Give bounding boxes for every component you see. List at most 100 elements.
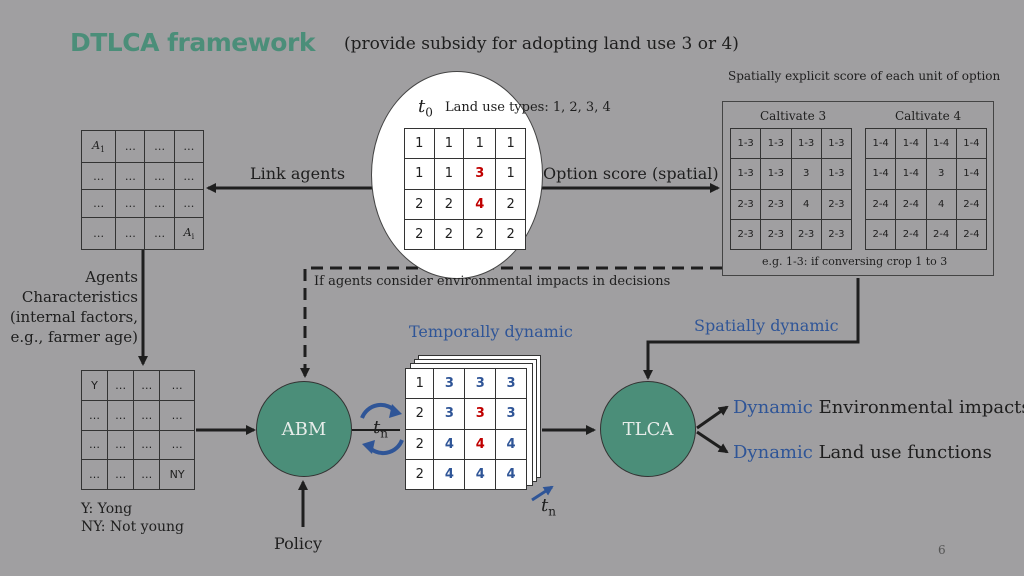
output-arrow-2 <box>696 430 729 454</box>
grid-cell: 4 <box>464 458 497 491</box>
grid-cell: 1-4 <box>895 127 927 160</box>
link-agents-label: Link agents <box>250 164 346 183</box>
grid-cell: … <box>133 399 161 431</box>
abm-node: ABM <box>256 381 352 477</box>
grid-cell: 2 <box>495 218 526 251</box>
grid-cell: … <box>144 161 175 191</box>
grid-cell: 1-3 <box>729 158 762 190</box>
grid-cell: … <box>80 217 117 250</box>
grid-cell: … <box>115 217 146 250</box>
grid-cell: 2-4 <box>955 188 988 220</box>
policy-label: Policy <box>274 534 322 553</box>
grid-cell: 1 <box>495 158 526 190</box>
page-title: DTLCA framework <box>70 28 315 57</box>
grid-cell: 2 <box>404 428 435 460</box>
grid-cell: … <box>107 429 135 461</box>
grid-cell: 2-3 <box>760 218 792 251</box>
grid-cell: … <box>80 459 109 490</box>
output-env-impacts: Dynamic Environmental impacts <box>733 397 1024 418</box>
grid-cell: 4 <box>433 428 466 460</box>
tn-time-arrow <box>531 485 554 502</box>
grid-cell: … <box>133 429 161 461</box>
land-use-types-label: Land use types: 1, 2, 3, 4 <box>445 100 611 115</box>
grid-cell: … <box>173 130 205 163</box>
subtitle: (provide subsidy for adopting land use 3… <box>344 34 739 54</box>
env-note: If agents consider environmental impacts… <box>314 274 671 289</box>
grid-cell: 4 <box>463 188 497 220</box>
grid-cell: NY <box>159 459 195 490</box>
grid-cell: … <box>144 189 175 219</box>
grid-cell: 1 <box>404 367 435 400</box>
grid-cell: … <box>107 370 135 401</box>
age-grid: Y……… ………… ………… ………NY <box>80 370 195 490</box>
grid-cell: 4 <box>495 428 527 460</box>
grid-cell: 2-3 <box>760 188 792 220</box>
grid-cell: 2-3 <box>790 218 822 251</box>
grid-cell: 1-3 <box>760 158 792 190</box>
legend-y: Y: Yong <box>81 501 133 517</box>
grid-cell: 3 <box>433 398 466 430</box>
grid-cell: 4 <box>495 458 527 491</box>
grid-cell: … <box>80 429 109 461</box>
output-land-use-functions: Dynamic Land use functions <box>733 442 992 463</box>
grid-cell: 1-3 <box>820 127 853 160</box>
grid-cell: … <box>80 161 117 191</box>
grid-cell: 2 <box>404 218 435 251</box>
grid-cell: … <box>80 189 117 219</box>
grid-cell: 2 <box>433 188 465 220</box>
grid-cell: 2-4 <box>925 218 957 251</box>
agents-characteristics: Agents Characteristics (internal factors… <box>9 268 138 346</box>
option-score-box <box>722 101 994 276</box>
option-score-label: Option score (spatial) <box>543 164 719 183</box>
grid-cell: 1-4 <box>864 158 897 190</box>
caltivate3-label: Caltivate 3 <box>760 109 827 123</box>
output-arrow-1 <box>696 405 729 430</box>
grid-cell: 2 <box>495 188 526 220</box>
grid-cell: 3 <box>790 158 822 190</box>
grid-cell: … <box>115 189 146 219</box>
grid-cell: 2 <box>404 188 435 220</box>
grid-cell: 1-4 <box>955 127 988 160</box>
agent-a1-cell: A1 <box>80 130 117 163</box>
grid-cell: 2 <box>404 398 435 430</box>
grid-cell: … <box>115 161 146 191</box>
grid-cell: 2-3 <box>729 218 762 251</box>
grid-cell: … <box>133 459 161 490</box>
grid-cell: 2-3 <box>729 188 762 220</box>
grid-cell: 2-4 <box>955 218 988 251</box>
grid-cell: 1-3 <box>790 127 822 160</box>
grid-cell: 3 <box>495 367 527 400</box>
tlca-node: TLCA <box>600 381 696 477</box>
grid-cell: 4 <box>790 188 822 220</box>
grid-cell: … <box>107 459 135 490</box>
grid-cell: 1-3 <box>820 158 853 190</box>
grid-cell: 3 <box>464 398 497 430</box>
agent-ai-cell: Ai <box>173 217 205 250</box>
grid-cell: 1-3 <box>729 127 762 160</box>
grid-cell: 2-4 <box>864 188 897 220</box>
grid-cell: 4 <box>464 428 497 460</box>
grid-cell: … <box>159 429 195 461</box>
grid-cell: 1-3 <box>760 127 792 160</box>
caltivate4-label: Caltivate 4 <box>895 109 962 123</box>
legend-ny: NY: Not young <box>81 519 185 535</box>
tn-cycle-label: tn <box>373 417 388 441</box>
grid-cell: 2-3 <box>820 188 853 220</box>
grid-cell: Y <box>80 370 109 401</box>
grid-cell: 1 <box>404 127 435 160</box>
spatially-dynamic-label: Spatially dynamic <box>694 316 839 335</box>
grid-cell: … <box>133 370 161 401</box>
grid-cell: 2-3 <box>820 218 853 251</box>
grid-cell: … <box>159 370 195 401</box>
grid-cell: 1 <box>404 158 435 190</box>
grid-cell: 1-4 <box>895 158 927 190</box>
grid-cell: 1-4 <box>955 158 988 190</box>
page-number: 6 <box>938 543 946 557</box>
grid-cell: 2-4 <box>895 188 927 220</box>
agents-grid: A1 … … … … … … … … … … … … … … Ai <box>80 130 205 250</box>
grid-cell: 1-4 <box>925 127 957 160</box>
temporally-dynamic-label: Temporally dynamic <box>409 322 573 341</box>
